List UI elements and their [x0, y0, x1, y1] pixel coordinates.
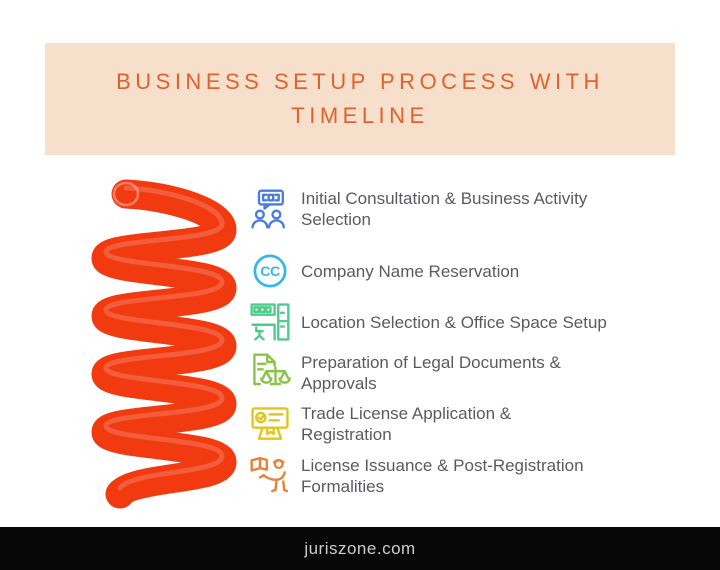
process-step-label: Location Selection & Office Space Setup: [301, 312, 607, 332]
header-banner: BUSINESS SETUP PROCESS WITH TIMELINE: [45, 43, 675, 155]
consultation-icon: [248, 186, 292, 232]
website-url: juriszone.com: [304, 538, 416, 558]
coil-spring-icon: [91, 179, 237, 509]
office-space-icon: [248, 299, 292, 345]
spring-graphic: [70, 168, 250, 518]
process-step-6: License Issuance & Post-Registration For…: [248, 453, 648, 499]
process-step-label: Initial Consultation & Business Activity…: [301, 189, 588, 229]
process-step-label: Preparation of Legal Documents & Approva…: [301, 353, 561, 393]
process-step-1: Initial Consultation & Business Activity…: [248, 186, 648, 232]
process-step-5: Trade License Application & Registration: [248, 401, 648, 447]
process-step-label: Trade License Application & Registration: [301, 404, 512, 444]
license-issuance-icon: [248, 453, 292, 499]
legal-documents-icon: [248, 350, 292, 396]
trade-license-icon: [248, 401, 292, 447]
company-name-cc-icon: CC: [248, 248, 292, 294]
process-step-2: CC Company Name Reservation: [248, 248, 648, 294]
process-step-3: Location Selection & Office Space Setup: [248, 299, 648, 345]
footer-bar: juriszone.com: [0, 527, 720, 570]
process-step-label: License Issuance & Post-Registration For…: [301, 456, 584, 496]
svg-text:CC: CC: [260, 264, 280, 280]
page-title: BUSINESS SETUP PROCESS WITH TIMELINE: [116, 69, 604, 128]
process-step-label: Company Name Reservation: [301, 261, 520, 281]
process-step-4: Preparation of Legal Documents & Approva…: [248, 350, 648, 396]
